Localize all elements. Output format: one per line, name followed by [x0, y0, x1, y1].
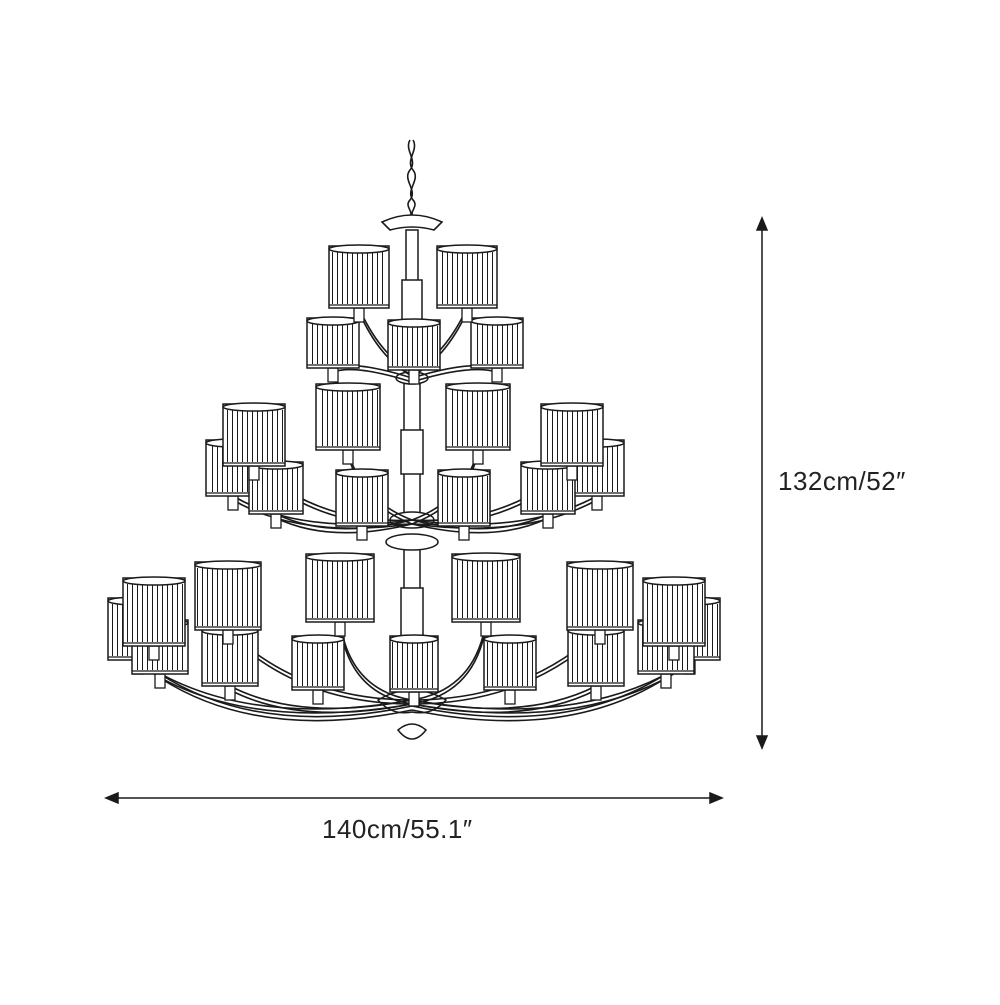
lamp-shade — [194, 560, 262, 645]
chandelier-arm — [159, 673, 413, 718]
chandelier-arm-edge — [229, 689, 413, 714]
lamp-shade — [470, 316, 524, 383]
chandelier-arm-edge — [411, 517, 549, 534]
chandelier-arm-edge — [411, 368, 498, 383]
lamp-shade — [387, 318, 441, 385]
lamp-shade — [122, 576, 186, 661]
chandelier-arm — [411, 685, 597, 710]
lamp-shade — [483, 634, 537, 705]
lamp-shade — [305, 552, 375, 637]
lamp-shade — [451, 552, 521, 637]
chandelier-arm-edge — [159, 677, 413, 722]
shades-layer — [107, 244, 721, 707]
lamp-shade — [540, 402, 604, 481]
chandelier-arm-edge — [411, 677, 667, 722]
lamp-shade — [436, 244, 498, 323]
lamp-shade — [306, 316, 360, 383]
lamp-shade — [566, 560, 634, 645]
chandelier-arm-edge — [411, 625, 487, 705]
lamp-shade — [222, 402, 286, 481]
chandelier-arm-edge — [411, 689, 597, 714]
lamp-shade — [642, 576, 706, 661]
chandelier-arm-edge — [275, 517, 413, 534]
chandelier-arm — [229, 685, 413, 710]
width-arrow — [104, 791, 724, 805]
lamp-shade — [335, 468, 389, 541]
height-arrow — [755, 216, 769, 750]
lamp-shade — [445, 382, 511, 465]
chandelier-arm — [411, 673, 667, 718]
lamp-shade — [437, 468, 491, 541]
width-dimension-label: 140cm/55.1″ — [322, 814, 473, 844]
lamp-shade — [291, 634, 345, 705]
lamp-shade — [315, 382, 381, 465]
lamp-shade — [389, 634, 439, 707]
height-dimension-label: 132cm/52″ — [778, 466, 906, 496]
lamp-shade — [520, 460, 576, 529]
chain — [406, 139, 417, 217]
lamp-shade — [328, 244, 390, 323]
canopy — [380, 214, 444, 231]
